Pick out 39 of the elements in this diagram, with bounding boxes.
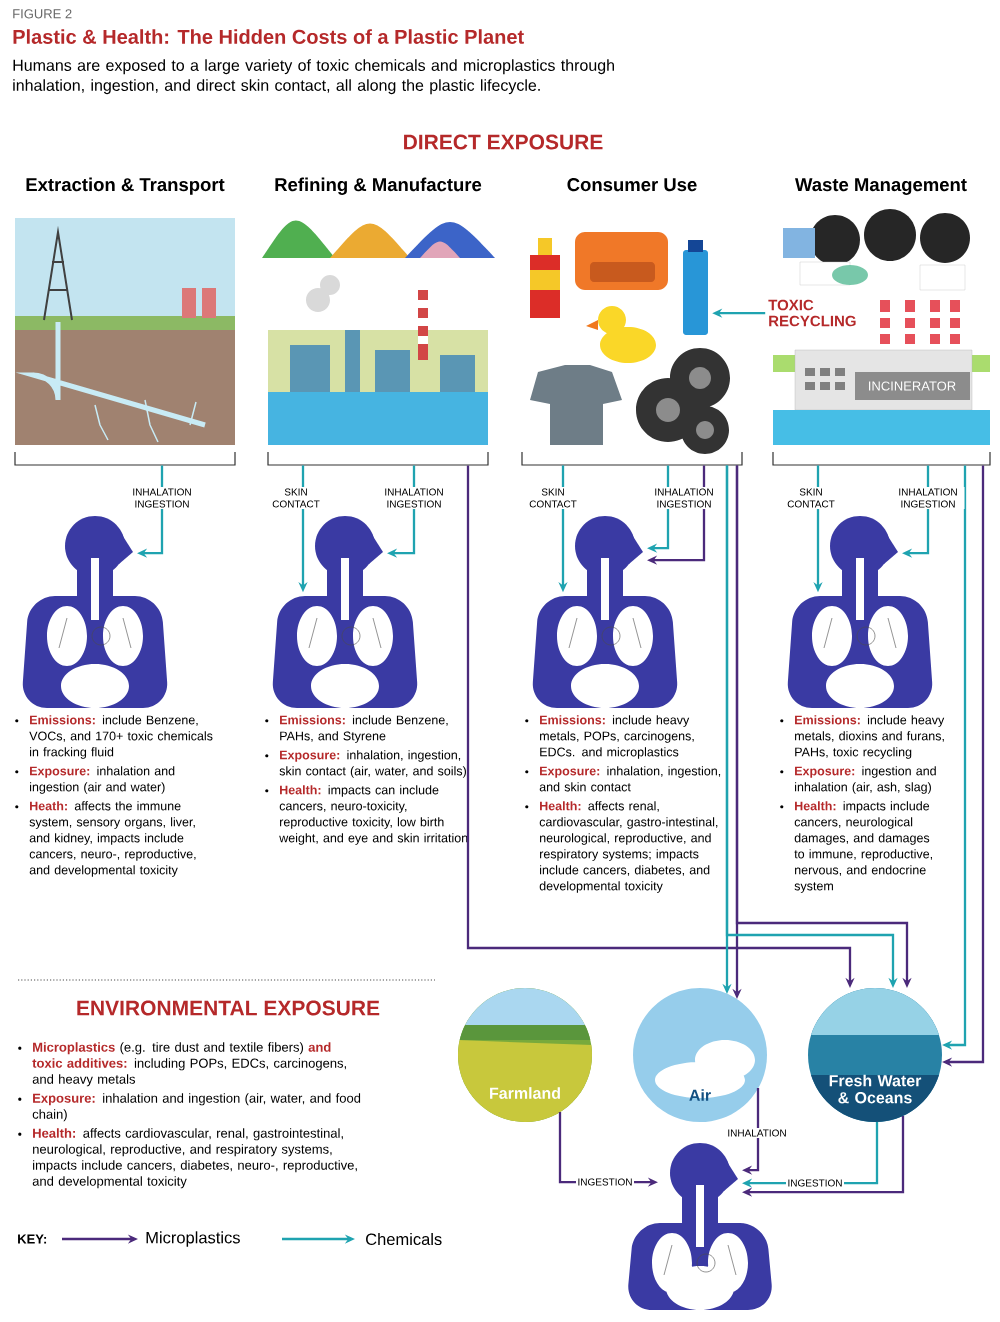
figure-number: FIGURE 2 (13, 9, 72, 19)
column-heading: Extraction & Transport (26, 177, 225, 195)
human-body-drawing (22, 516, 168, 708)
circle-label: Farmland (490, 1087, 560, 1099)
bullet-text: Health: affects cardiovascular, renal, gastrointestinal, neurological, reproductive, and respiratory systems, impacts include cancers, diabetes, neuro-, reproductive, and developmental toxicity (32, 1128, 357, 1189)
subtitle: Humans are exposed to a large variety of toxic chemicals and microplastics through inhalation, ingestion, and direct skin contact, all along the plastic lifecycle. (13, 59, 614, 95)
edge-label: INGESTION (786, 1177, 844, 1189)
edge-label: SKIN CONTACT (268, 486, 324, 510)
legend-text: Microplastics (146, 1231, 240, 1247)
bullet-text: Heath: affects the immune system, sensory organs, liver, and kidney, impacts include cancers, neuro-, reproductive, and developmental toxicity (29, 801, 196, 877)
section-heading: DIRECT EXPOSURE (404, 134, 603, 150)
bullet-text: Exposure: inhalation and ingestion (air and water) (30, 766, 175, 794)
edge-label: INHALATION INGESTION (377, 486, 451, 510)
section-heading: ENVIRONMENTAL EXPOSURE (77, 1000, 380, 1016)
edge-label: INHALATION INGESTION (125, 486, 199, 510)
column-heading: Refining & Manufacture (275, 177, 482, 195)
callout-text: TOXIC RECYCLING (768, 299, 856, 327)
circle-label: Fresh Water & Oceans (829, 1074, 922, 1104)
edge-label: INHALATION INGESTION (647, 486, 721, 510)
edge-label: INGESTION (576, 1176, 634, 1188)
bullet-text: Exposure: ingestion and inhalation (air, ash, slag) (795, 766, 936, 794)
column-heading: Waste Management (795, 178, 967, 195)
key-label: KEY: (18, 1234, 47, 1244)
column-heading: Consumer Use (567, 178, 697, 192)
edge-label: INHALATION (725, 1127, 789, 1139)
bullet-text: Health: impacts can include cancers, neuro-toxicity, reproductive toxicity, low birth weight, and eye and skin irritation (279, 785, 468, 845)
human-body-drawing (532, 516, 678, 708)
legend-text: Chemicals (366, 1232, 442, 1246)
bullet-text: Health: affects renal, cardiovascular, gastro-intestinal, neurological, reproductive, and respiratory systems; impacts include cancers, diabetes, and developmental toxicity (539, 801, 718, 893)
bullet-text: Exposure: inhalation and ingestion (air, water, and food chain) (32, 1093, 361, 1122)
bullet-text: Exposure: inhalation, ingestion, skin contact (air, water, and soils) (279, 750, 466, 778)
bullet-text: Health: impacts include cancers, neurological damages, and damages to immune, reproductive, nervous, and endocrine system (794, 801, 932, 893)
edge-label: SKIN CONTACT (525, 486, 581, 510)
edge-label: INHALATION INGESTION (891, 486, 965, 510)
circle-label: Air (689, 1089, 711, 1101)
human-body-drawing (272, 516, 418, 708)
edge-label: SKIN CONTACT (783, 486, 839, 510)
title: Plastic & Health: The Hidden Costs of a Plastic Planet (13, 29, 524, 44)
human-body-drawing (787, 516, 933, 708)
